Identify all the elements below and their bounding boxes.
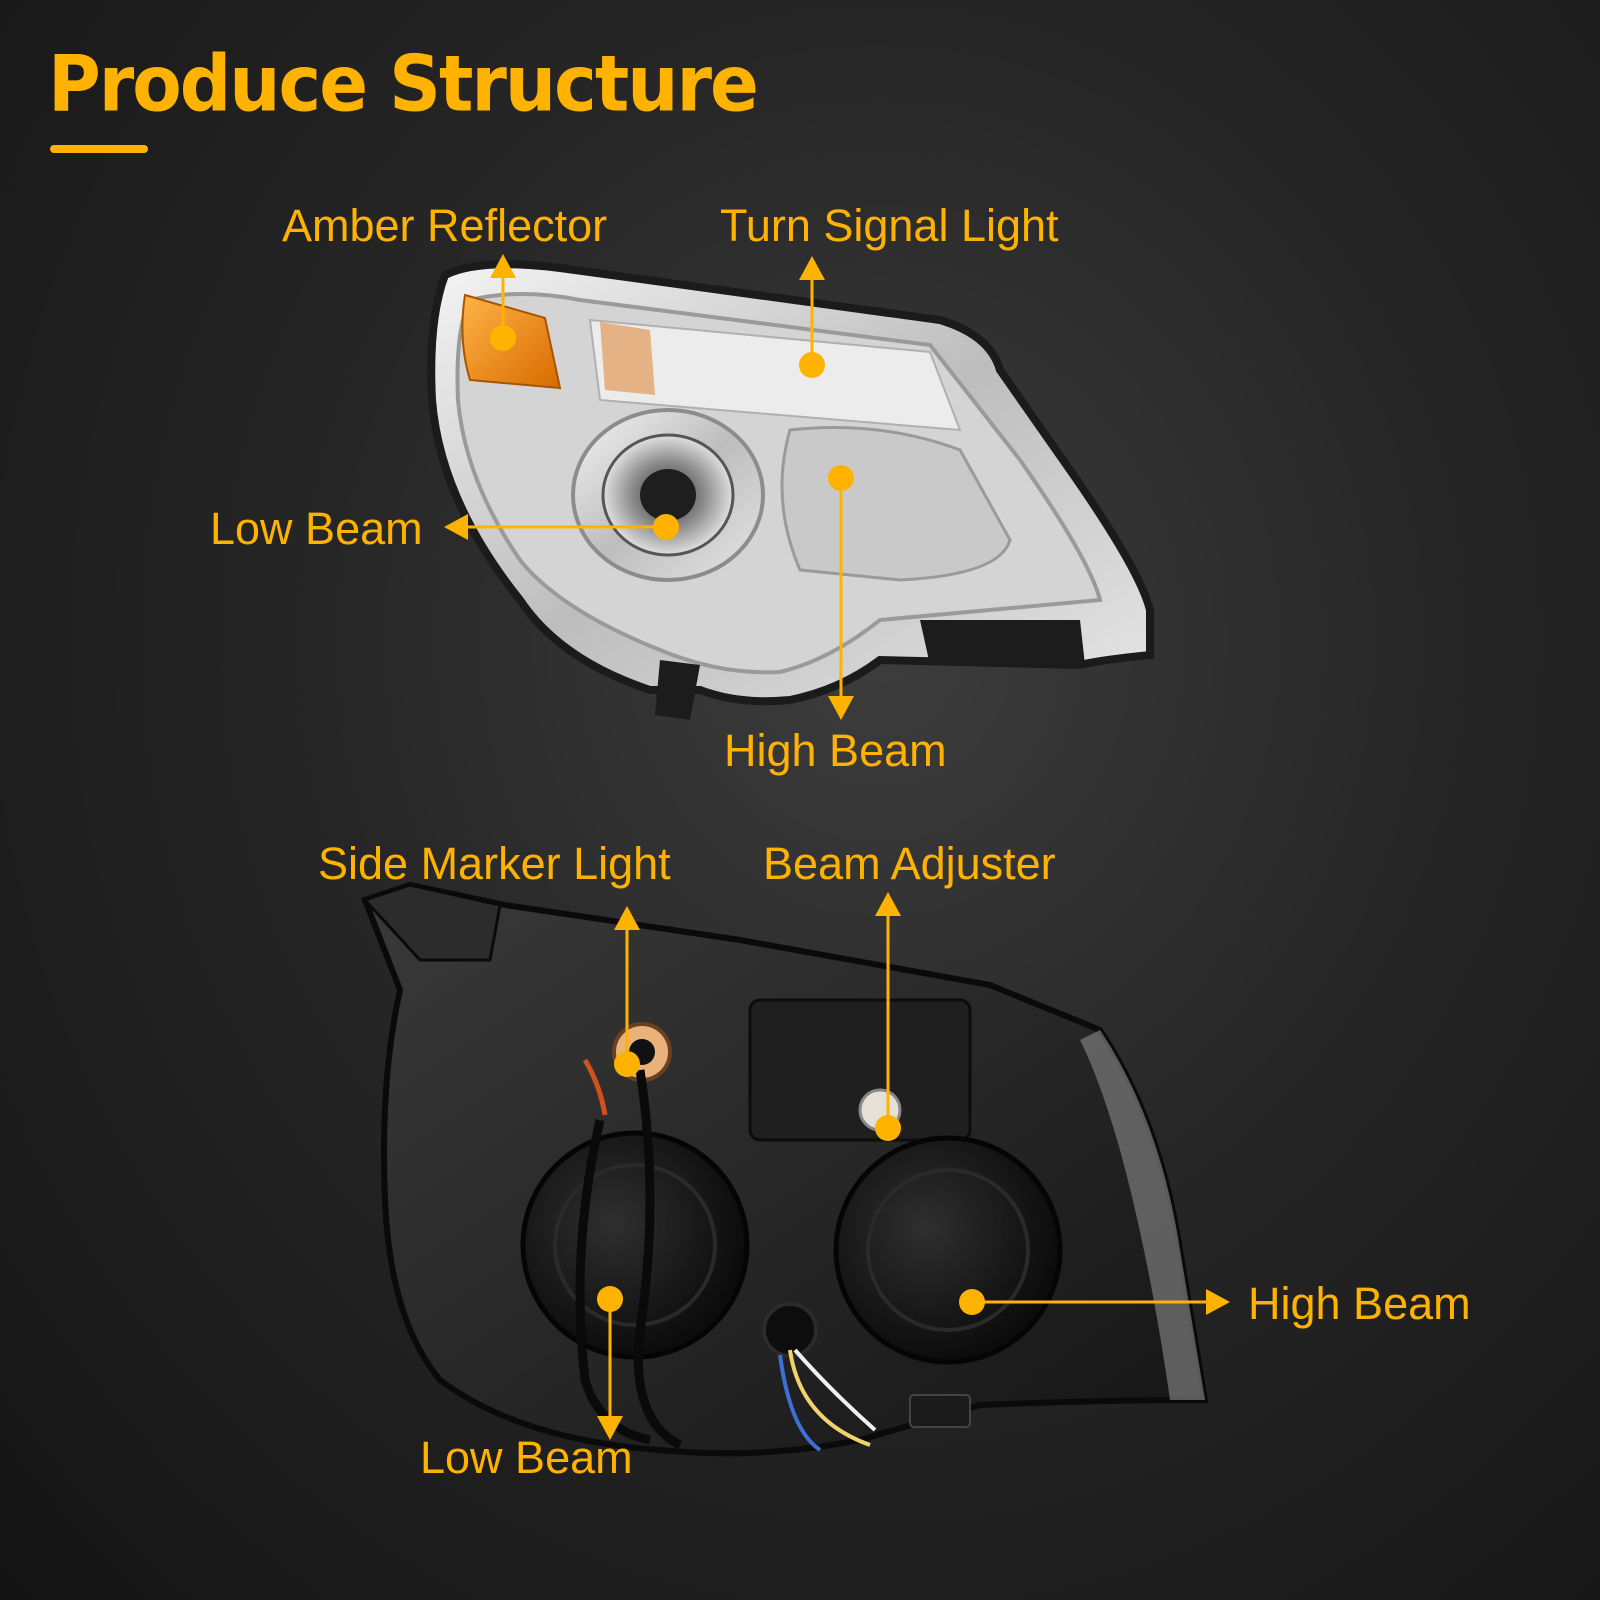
front-callouts	[444, 254, 854, 720]
front-headlight	[427, 260, 1154, 720]
front-low-beam-arrowhead	[444, 514, 468, 540]
beam-adjuster-arrowhead	[875, 892, 901, 916]
amber-reflector-dot	[490, 325, 516, 351]
projector-lens-core	[640, 469, 696, 521]
rear-housing	[361, 881, 1209, 1457]
page-title: Produce Structure	[48, 38, 759, 129]
amber-reflector-label: Amber Reflector	[282, 200, 608, 251]
high-beam-cap-inner	[866, 1168, 1030, 1332]
wire-red	[582, 1058, 608, 1116]
rear-low-beam-dot	[597, 1286, 623, 1312]
side-marker-light-label: Side Marker Light	[318, 838, 671, 889]
beam-adjuster-label: Beam Adjuster	[763, 838, 1056, 889]
front-high-beam-arrowhead	[828, 696, 854, 720]
grommet	[762, 1302, 818, 1358]
beam-adjuster-dot	[875, 1115, 901, 1141]
rear-low-beam-label: Low Beam	[420, 1432, 633, 1483]
rear-chrome-edge	[1080, 1030, 1205, 1400]
side-marker-arrowhead	[614, 906, 640, 930]
wire-black-1	[633, 1069, 683, 1450]
turn-signal-arrowhead	[799, 256, 825, 280]
turn-signal-lens	[588, 318, 962, 432]
rear-headlight	[361, 881, 1209, 1457]
rear-high-beam-arrowhead	[1206, 1289, 1230, 1315]
side-marker-dot	[614, 1051, 640, 1077]
wire-yellow	[788, 1349, 871, 1447]
turn-signal-amber-strip	[600, 322, 655, 395]
low-beam-cap-inner	[553, 1163, 717, 1327]
front-lower-tab	[655, 660, 700, 720]
rear-high-beam-dot	[959, 1289, 985, 1315]
front-low-beam-dot	[653, 514, 679, 540]
wire-white	[793, 1348, 877, 1432]
front-low-beam-label: Low Beam	[210, 503, 423, 554]
turn-signal-light-label: Turn Signal Light	[720, 200, 1059, 251]
front-mount-bracket	[920, 620, 1085, 665]
amber-reflector-arrowhead	[490, 254, 516, 278]
rear-top-bracket	[362, 883, 502, 962]
rear-low-beam-arrowhead	[597, 1416, 623, 1440]
wire-blue	[778, 1354, 822, 1452]
front-high-beam-dot	[828, 465, 854, 491]
rear-panel	[748, 998, 972, 1142]
turn-signal-dot	[799, 352, 825, 378]
title-underline	[50, 145, 148, 153]
connector	[909, 1394, 971, 1428]
rear-callouts	[597, 892, 1230, 1440]
rear-high-beam-label: High Beam	[1248, 1278, 1471, 1329]
front-high-beam-label: High Beam	[724, 725, 947, 776]
